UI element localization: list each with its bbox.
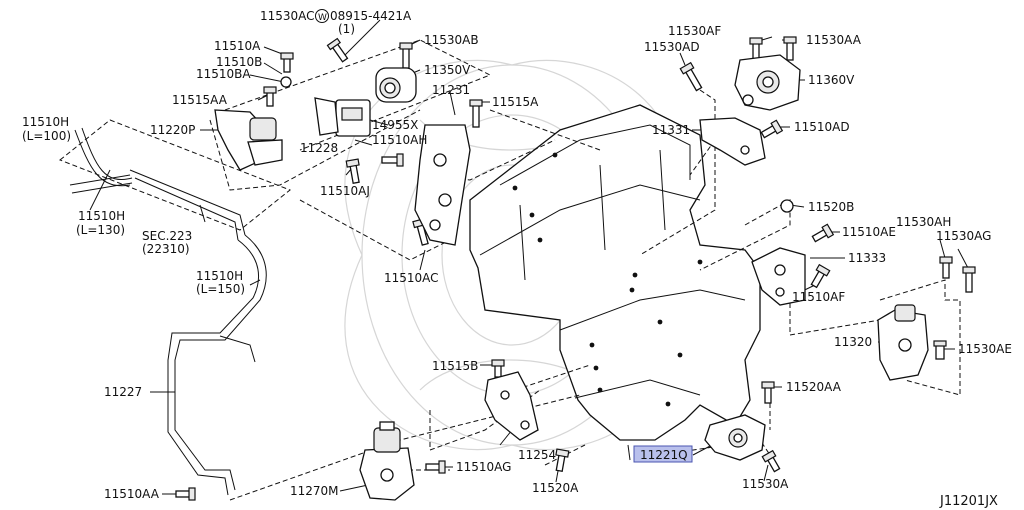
label-11510ac: 11510AC: [384, 271, 439, 285]
label-11510af: 11510AF: [792, 290, 845, 304]
part-11360v-mount: [734, 54, 801, 111]
label-11515a: 11515A: [492, 95, 539, 109]
leader-lines: [89, 19, 969, 495]
label-11515aa: 11515AA: [172, 93, 228, 107]
part-11320-mount: [877, 304, 929, 381]
label-11520b: 11520B: [808, 200, 854, 214]
label-11221q[interactable]: 11221Q: [640, 448, 688, 462]
label-11510aa: 11510AA: [104, 487, 160, 501]
label-l130: (L=130): [76, 223, 125, 237]
label-11520a: 11520A: [532, 481, 579, 495]
label-11510a: 11510A: [214, 39, 261, 53]
label-11254: 11254: [518, 448, 556, 462]
label-11530ad: 11530AD: [644, 40, 700, 54]
label-11350v: 11350V: [424, 63, 471, 77]
part-11333-bracket: [751, 247, 806, 306]
label-14955x: 14955X: [372, 118, 418, 132]
label-11231: 11231: [432, 83, 470, 97]
washer-marker: W: [315, 9, 329, 23]
label-l100: (L=100): [22, 129, 71, 143]
part-11350v-mount: [375, 67, 417, 103]
label-sec223: SEC.223: [142, 229, 192, 243]
label-11270m: 11270M: [290, 484, 339, 498]
engine-bolt-holes: [512, 152, 703, 407]
label-11530ag: 11530AG: [936, 229, 991, 243]
label-11510aj: 11510AJ: [320, 184, 370, 198]
label-l150: (L=150): [196, 282, 245, 296]
label-11530ah: 11530AH: [896, 215, 951, 229]
label-11228: 11228: [300, 141, 338, 155]
label-11227: 11227: [104, 385, 142, 399]
label-11515b: 11515B: [432, 359, 478, 373]
label-11320: 11320: [834, 335, 872, 349]
label-11530af: 11530AF: [668, 24, 721, 38]
label-11510b: 11510B: [216, 55, 262, 69]
part-11231-bracket: [414, 124, 471, 246]
part-14955x-valve: [315, 99, 371, 137]
label-11520aa: 11520AA: [786, 380, 842, 394]
part-11331-bracket: [699, 117, 766, 166]
label-11360v: 11360V: [808, 73, 855, 87]
label-11510h-b: 11510H: [78, 209, 125, 223]
label-11530aa: 11530AA: [806, 33, 862, 47]
label-11331: 11331: [652, 123, 690, 137]
part-labels: 11530AC 08915-4421A (1) 11530AB 11510A 1…: [22, 9, 1012, 509]
label-11510h-a: 11510H: [22, 115, 69, 129]
label-11510ad: 11510AD: [794, 120, 850, 134]
label-11510ag: 11510AG: [456, 460, 511, 474]
part-11220p-bracket: [214, 109, 283, 171]
part-11228-plate: [314, 97, 339, 136]
label-11510h-c: 11510H: [196, 269, 243, 283]
label-11333: 11333: [848, 251, 886, 265]
part-11254-bracket: [484, 371, 539, 441]
highlighted-part-box[interactable]: [633, 445, 693, 463]
bolts: [175, 36, 976, 501]
part-11221q-mount: [704, 414, 766, 461]
label-11510ah: 11510AH: [372, 133, 427, 147]
engine-block: [469, 104, 761, 441]
label-22310: (22310): [142, 242, 190, 256]
label-11530ab: 11530AB: [424, 33, 479, 47]
label-qty-1: (1): [338, 22, 355, 36]
washer-marker-letter: W: [318, 13, 327, 23]
label-11530a: 11530A: [742, 477, 789, 491]
label-11510ae: 11510AE: [842, 225, 896, 239]
label-08915-4421a: 08915-4421A: [330, 9, 412, 23]
label-11530ac: 11530AC: [260, 9, 315, 23]
label-11220p: 11220P: [150, 123, 195, 137]
vacuum-hoses: [69, 127, 267, 496]
diagram-code: J11201JX: [939, 494, 998, 509]
label-11530ae: 11530AE: [958, 342, 1012, 356]
part-11270m-mount: [359, 421, 415, 501]
label-11510ba: 11510BA: [196, 67, 251, 81]
